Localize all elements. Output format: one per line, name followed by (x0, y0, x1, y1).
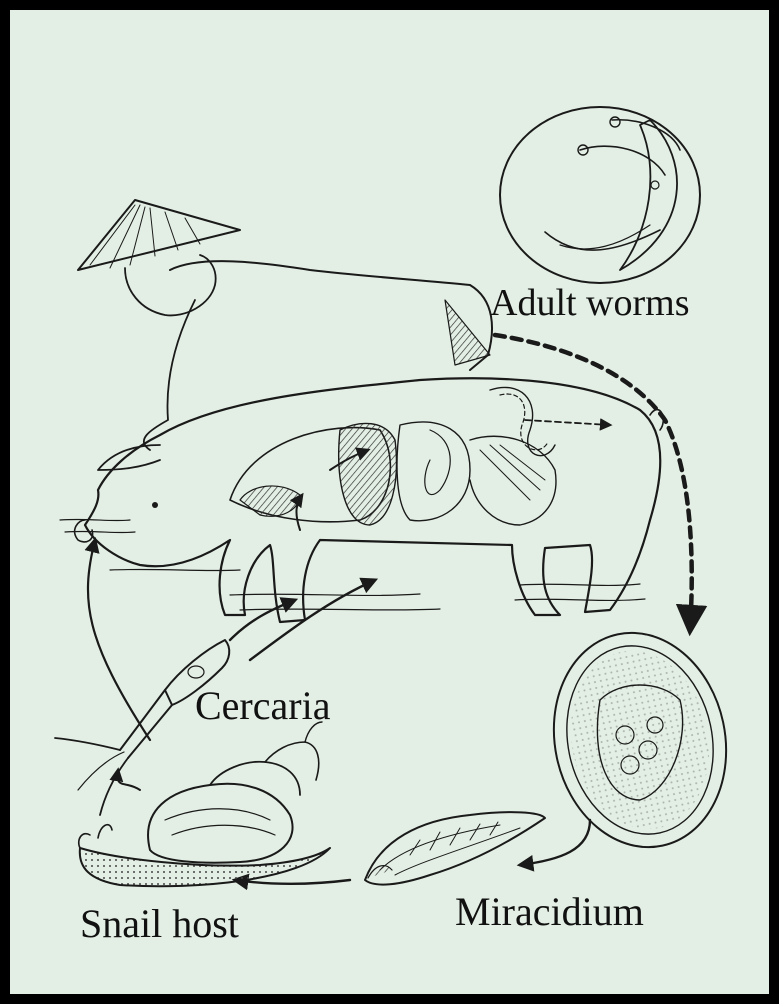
miracidium-label: Miracidium (455, 892, 644, 932)
water-lines (60, 519, 645, 610)
adult-worms-illustration (500, 107, 700, 283)
farmer-illustration (78, 200, 492, 450)
snail-host-label: Snail host (80, 904, 239, 944)
pig-illustration (75, 378, 664, 622)
adult-worms-label: Adult worms (490, 284, 690, 322)
egg-illustration (534, 617, 745, 864)
miracidium-illustration (365, 812, 545, 884)
snail-illustration (79, 722, 330, 886)
cercaria-label: Cercaria (195, 686, 330, 726)
